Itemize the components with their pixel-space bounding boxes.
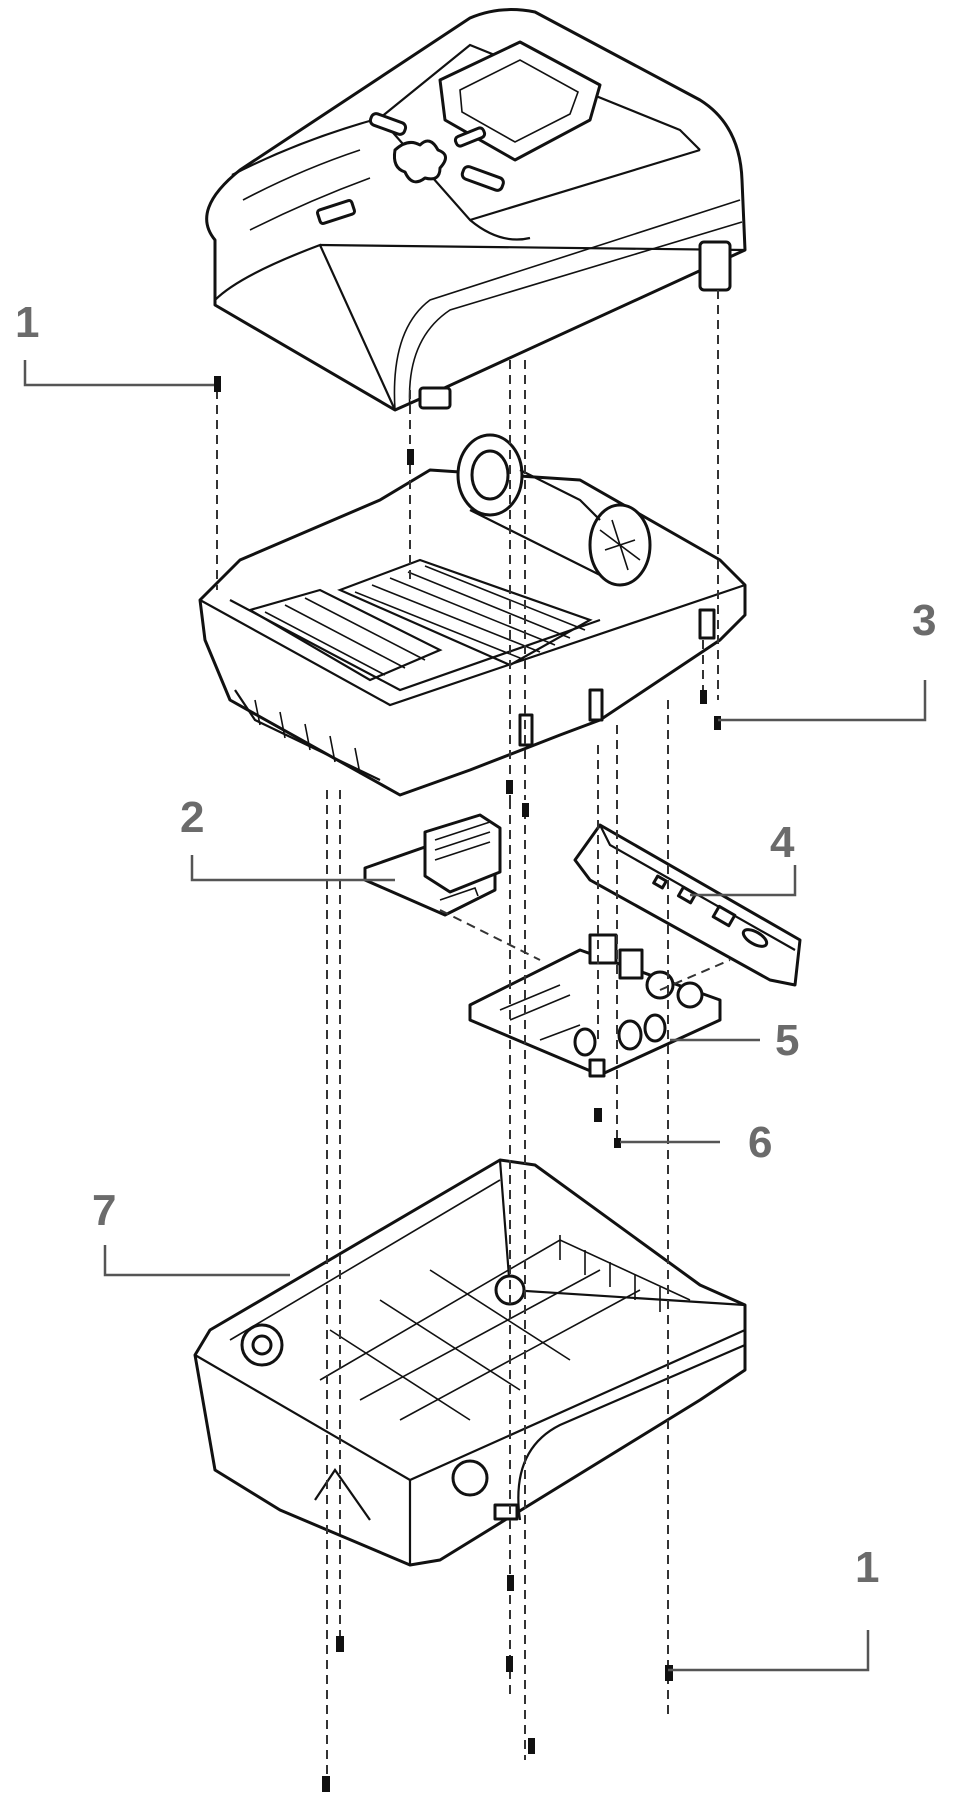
callout-1-top: 1 bbox=[15, 298, 39, 347]
callout-leaders bbox=[23, 360, 927, 1672]
bottom-case bbox=[193, 1158, 747, 1567]
assembly-lines bbox=[216, 290, 731, 1790]
print-mechanism bbox=[198, 433, 747, 797]
screw bbox=[506, 780, 513, 794]
callout-6: 6 bbox=[748, 1118, 772, 1167]
callout-1-bottom: 1 bbox=[855, 1543, 879, 1592]
screw bbox=[700, 690, 707, 704]
screw bbox=[665, 1665, 673, 1681]
screw bbox=[528, 1738, 535, 1754]
screw bbox=[336, 1636, 344, 1652]
screw bbox=[507, 1575, 514, 1591]
main-board bbox=[468, 933, 722, 1078]
top-cover bbox=[205, 8, 747, 412]
screw bbox=[214, 376, 221, 392]
interface-board bbox=[363, 813, 502, 917]
screw bbox=[594, 1108, 602, 1122]
screw bbox=[506, 1656, 513, 1672]
mounting-bracket bbox=[573, 823, 802, 987]
screw bbox=[407, 449, 414, 465]
screw bbox=[522, 803, 529, 817]
screw bbox=[714, 716, 721, 730]
screw bbox=[614, 1138, 621, 1148]
callout-5: 5 bbox=[775, 1016, 799, 1065]
callout-3: 3 bbox=[912, 596, 936, 645]
callout-labels: 1 2 3 4 5 6 7 1 bbox=[15, 298, 936, 1592]
screw bbox=[322, 1776, 330, 1792]
callout-7: 7 bbox=[92, 1186, 116, 1235]
screws bbox=[214, 376, 721, 1792]
callout-4: 4 bbox=[770, 818, 795, 867]
callout-2: 2 bbox=[180, 793, 204, 842]
